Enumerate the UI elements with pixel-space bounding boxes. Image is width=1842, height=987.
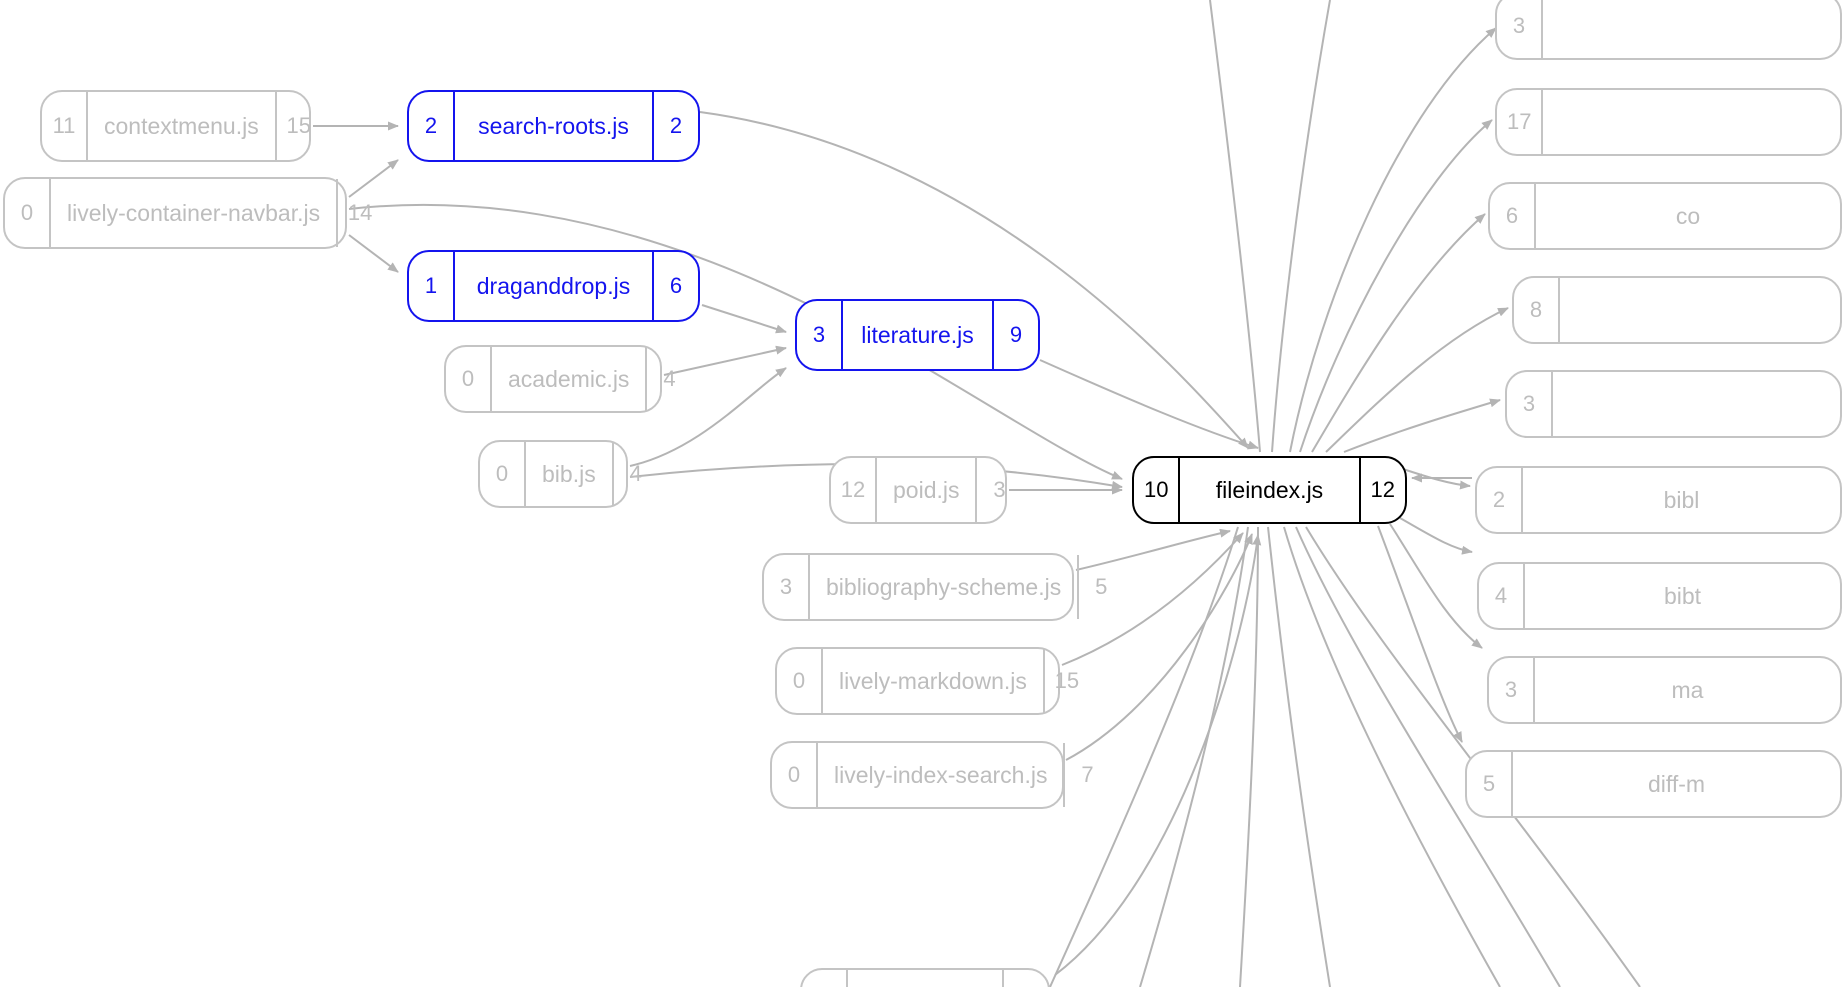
graph-node-right-9[interactable]: 5 diff-m (1465, 750, 1842, 818)
node-module-label: lively-container-navbar.js (49, 179, 339, 247)
node-incoming-count: 12 (840, 477, 866, 502)
graph-node-lively-markdown[interactable]: 0 lively-markdown.js 15 (775, 647, 1079, 715)
graph-node-right-1[interactable]: 3 (1495, 0, 1842, 60)
node-module-label: draganddrop.js (453, 252, 654, 320)
node-module-label (1541, 0, 1840, 58)
graph-node-academic[interactable]: 0 academic.js 4 (444, 345, 676, 413)
node-outgoing-count: 5 (1095, 574, 1108, 599)
node-module-label: co (1534, 184, 1840, 248)
node-incoming-count: 0 (792, 668, 806, 693)
graph-node-literature[interactable]: 3 literature.js 9 (795, 299, 1040, 371)
graph-node-contextmenu[interactable]: 11 contextmenu.js 15 (40, 90, 311, 162)
node-incoming-count: 8 (1529, 297, 1543, 322)
graph-node-right-3[interactable]: 6 co (1488, 182, 1842, 250)
node-incoming-count: 3 (779, 574, 793, 599)
node-incoming-count: 11 (52, 113, 76, 138)
graph-node-draganddrop[interactable]: 1 draganddrop.js 6 (407, 250, 700, 322)
graph-node-right-5[interactable]: 3 (1505, 370, 1842, 438)
node-incoming-count: 0 (20, 200, 34, 225)
node-module-label: fileindex.js (1178, 458, 1361, 522)
node-outgoing-count: 15 (1054, 668, 1080, 693)
node-module-label: literature.js (841, 301, 994, 369)
node-outgoing-count: 2 (669, 113, 683, 138)
node-incoming-count: 0 (495, 461, 509, 486)
node-module-label (846, 970, 1004, 987)
node-incoming-count: 1 (424, 273, 438, 298)
node-outgoing-count: 12 (1370, 477, 1395, 502)
node-module-label: diff-m (1511, 752, 1840, 816)
graph-node-poid[interactable]: 12 poid.js 3 (829, 456, 1007, 524)
node-module-label: bibl (1521, 468, 1840, 532)
node-module-label: bibliography-scheme.js (808, 555, 1080, 619)
node-module-label: bibt (1523, 564, 1840, 628)
node-module-label: contextmenu.js (86, 92, 277, 160)
graph-node-right-8[interactable]: 3 ma (1487, 656, 1842, 724)
node-incoming-count: 17 (1507, 109, 1532, 134)
node-incoming-count: 3 (1512, 13, 1526, 38)
node-incoming-count: 3 (812, 322, 826, 347)
node-outgoing-count: 7 (1081, 762, 1094, 787)
node-module-label: bib.js (524, 442, 614, 506)
node-outgoing-count (1004, 970, 1048, 987)
node-incoming-count: 4 (1494, 583, 1508, 608)
graph-node-right-7[interactable]: 4 bibt (1477, 562, 1842, 630)
node-incoming-count: 10 (1144, 477, 1169, 502)
node-module-label: ma (1533, 658, 1840, 722)
node-outgoing-count: 9 (1009, 322, 1023, 347)
node-module-label: academic.js (490, 347, 648, 411)
graph-node-right-6[interactable]: 2 bibl (1475, 466, 1842, 534)
node-outgoing-count: 14 (347, 200, 373, 225)
node-outgoing-count: 4 (663, 366, 676, 391)
node-incoming-count: 2 (424, 113, 438, 138)
node-module-label (1551, 372, 1840, 436)
node-module-label: search-roots.js (453, 92, 654, 160)
graph-node-bottom-clipped[interactable] (800, 968, 1050, 987)
node-incoming-count: 6 (1505, 203, 1519, 228)
node-module-label: lively-index-search.js (816, 743, 1066, 807)
node-incoming-count: 3 (1522, 391, 1536, 416)
node-incoming-count: 2 (1492, 487, 1506, 512)
graph-node-lively-index-search[interactable]: 0 lively-index-search.js 7 (770, 741, 1094, 809)
node-incoming-count: 5 (1482, 771, 1496, 796)
node-incoming-count (802, 970, 846, 987)
node-outgoing-count: 6 (669, 273, 683, 298)
node-module-label (1558, 278, 1840, 342)
node-outgoing-count: 4 (629, 461, 642, 486)
node-outgoing-count: 3 (993, 477, 1006, 502)
node-outgoing-count: 15 (286, 113, 311, 138)
graph-node-bib[interactable]: 0 bib.js 4 (478, 440, 642, 508)
graph-node-right-2[interactable]: 17 (1495, 88, 1842, 156)
graph-node-search-roots[interactable]: 2 search-roots.js 2 (407, 90, 700, 162)
node-module-label (1541, 90, 1840, 154)
node-module-label: lively-markdown.js (821, 649, 1045, 713)
node-incoming-count: 0 (461, 366, 475, 391)
graph-node-right-4[interactable]: 8 (1512, 276, 1842, 344)
node-incoming-count: 0 (787, 762, 801, 787)
graph-node-bibliography-scheme[interactable]: 3 bibliography-scheme.js 5 (762, 553, 1107, 621)
graph-node-lively-container-navbar[interactable]: 0 lively-container-navbar.js 14 (3, 177, 372, 249)
node-incoming-count: 3 (1504, 677, 1518, 702)
node-module-label: poid.js (875, 458, 978, 522)
graph-node-fileindex[interactable]: 10 fileindex.js 12 (1132, 456, 1407, 524)
